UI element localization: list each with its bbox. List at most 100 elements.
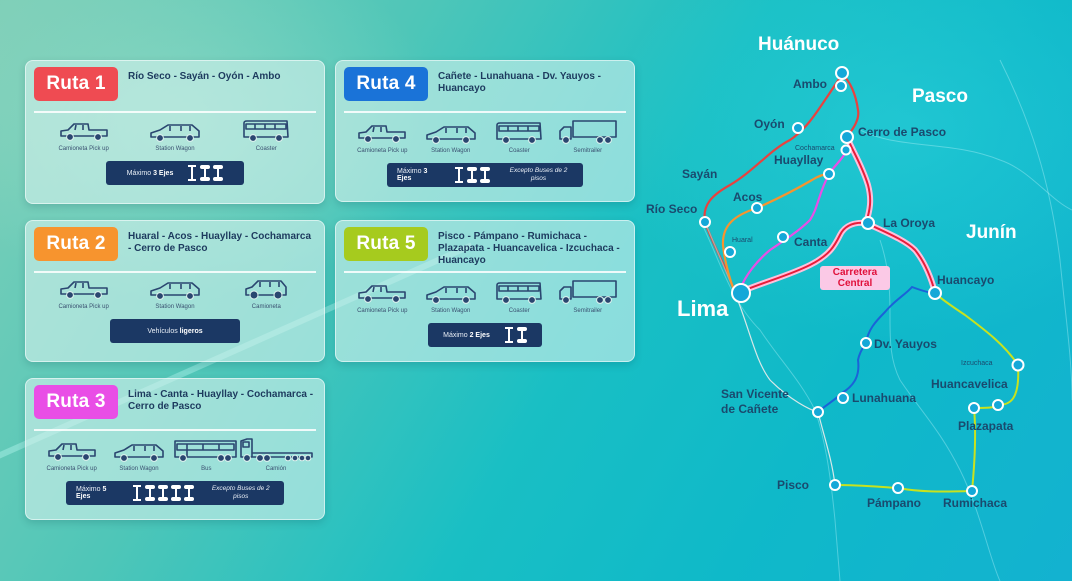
axle-icon bbox=[132, 485, 141, 501]
node-huayllay bbox=[823, 168, 835, 180]
vehicle-label: Station Wagon bbox=[119, 466, 159, 472]
vehicle-label: Semitrailer bbox=[573, 308, 603, 314]
route-card-5: Ruta 5 Pisco - Pámpano - Rumichaca - Pla… bbox=[335, 220, 635, 362]
vehicle-label: Station Wagon bbox=[431, 148, 471, 154]
semitrailer-icon bbox=[558, 279, 618, 305]
node-plazapata bbox=[968, 402, 980, 414]
label-plazapata: Plazapata bbox=[958, 419, 1014, 433]
axle-icon bbox=[504, 327, 513, 343]
label-oyon: Oyón bbox=[754, 117, 785, 131]
card-divider bbox=[344, 111, 626, 113]
vehicle-label: Coaster bbox=[255, 146, 277, 152]
node-acos bbox=[751, 202, 763, 214]
region-junin: Junín bbox=[966, 222, 1017, 243]
vehicle-label: Camión bbox=[265, 466, 287, 472]
axle-limit-box: Máximo 2 Ejes bbox=[428, 323, 542, 347]
vehicle-list: Camioneta Pick up Station Wagon Bus Cami… bbox=[34, 437, 316, 473]
axle-limit-text: Vehículos ligeros bbox=[147, 327, 203, 335]
route-map-lines bbox=[699, 59, 1072, 581]
route-card-4: Ruta 4 Cañete - Lunahuana - Dv. Yauyos -… bbox=[335, 60, 635, 202]
axle-icons bbox=[454, 167, 491, 183]
vehicle-semitrailer: Semitrailer bbox=[554, 279, 623, 315]
label-huayllay: Huayllay bbox=[774, 153, 824, 167]
route-badge: Ruta 4 bbox=[344, 67, 428, 101]
vehicle-label: Camioneta Pick up bbox=[357, 308, 408, 314]
axle-limit-text: Máximo 3 Ejes bbox=[126, 169, 174, 177]
vehicle-pickup: Camioneta Pick up bbox=[38, 441, 105, 473]
node-lunahuana bbox=[837, 392, 849, 404]
route-stops: Huaral - Acos - Huayllay - Cochamarca - … bbox=[128, 231, 312, 254]
node-dv-yauyos bbox=[860, 337, 872, 349]
label-pisco: Pisco bbox=[777, 478, 810, 492]
axle-limit-box: Máximo 3 Ejes Excepto Buses de 2 pisos bbox=[387, 163, 583, 187]
vehicle-label: Semitrailer bbox=[573, 148, 603, 154]
node-cerro-de-pasco bbox=[840, 130, 854, 144]
axle-icon bbox=[516, 327, 527, 343]
wagon-icon bbox=[148, 123, 202, 143]
vehicle-label: Camioneta Pick up bbox=[357, 148, 408, 154]
node-rio-seco bbox=[699, 216, 711, 228]
bus-icon bbox=[173, 439, 239, 463]
axle-icon bbox=[188, 165, 197, 181]
pickup-icon bbox=[46, 441, 98, 463]
vehicle-list: Camioneta Pick up Station Wagon Coaster bbox=[34, 119, 316, 153]
axle-icon bbox=[200, 165, 211, 181]
label-lunahuana: Lunahuana bbox=[852, 391, 917, 405]
vehicle-list: Camioneta Pick up Station Wagon Coaster … bbox=[344, 119, 626, 155]
vehicle-coaster: Coaster bbox=[485, 281, 554, 315]
label-huaral: Huaral bbox=[732, 237, 753, 244]
route-card-3: Ruta 3 Lima - Canta - Huayllay - Cochama… bbox=[25, 378, 325, 520]
vehicle-coaster: Coaster bbox=[485, 121, 554, 155]
node-la-oroya bbox=[861, 216, 875, 230]
route-stops: Lima - Canta - Huayllay - Cochamarca - C… bbox=[128, 389, 314, 412]
label-la-oroya: La Oroya bbox=[883, 216, 936, 230]
vehicle-pickup: Camioneta Pick up bbox=[348, 123, 417, 155]
route-badge: Ruta 3 bbox=[34, 385, 118, 419]
axle-icon bbox=[467, 167, 478, 183]
vehicle-label: Coaster bbox=[508, 148, 530, 154]
label-canta: Canta bbox=[794, 235, 828, 249]
node-izcuchaca bbox=[1011, 358, 1025, 372]
axle-limit-text: Máximo 3 Ejes bbox=[397, 168, 428, 182]
vehicle-bus: Bus bbox=[173, 439, 240, 473]
region-huanuco: Huánuco bbox=[758, 34, 840, 55]
label-acos: Acos bbox=[733, 190, 763, 204]
wagon-icon bbox=[148, 281, 202, 301]
vehicle-semitrailer: Semitrailer bbox=[554, 119, 623, 155]
vehicle-label: Bus bbox=[201, 466, 212, 472]
vehicle-pickup: Camioneta Pick up bbox=[348, 283, 417, 315]
vehicle-label: Station Wagon bbox=[155, 146, 195, 152]
vehicle-list: Camioneta Pick up Station Wagon Camionet… bbox=[34, 279, 316, 311]
node-oyon bbox=[792, 122, 804, 134]
coaster-icon bbox=[494, 281, 544, 305]
node-lima bbox=[731, 283, 751, 303]
route-map: Huánuco Pasco Junín Lima Ambo Oyón Cerro… bbox=[640, 0, 1072, 581]
node-huancayo bbox=[928, 286, 942, 300]
vehicle-truck: Camión bbox=[238, 437, 314, 473]
axle-limit-box: Máximo 3 Ejes bbox=[106, 161, 244, 185]
truck-icon bbox=[238, 437, 314, 463]
node-ambo bbox=[835, 80, 847, 92]
axle-icon bbox=[170, 485, 181, 501]
node-cochamarca bbox=[840, 144, 852, 156]
vehicle-wagon: Station Wagon bbox=[417, 285, 486, 315]
route-card-2: Ruta 2 Huaral - Acos - Huayllay - Cocham… bbox=[25, 220, 325, 362]
vehicle-coaster: Coaster bbox=[230, 119, 302, 153]
vehicle-label: Camioneta Pick up bbox=[58, 146, 109, 152]
card-divider bbox=[34, 271, 316, 273]
vehicle-label: Coaster bbox=[508, 308, 530, 314]
carretera-central-label: Carretera Central bbox=[820, 266, 890, 290]
axle-icons bbox=[132, 485, 194, 501]
label-san-vicente-de-canete: San Vicente de Cañete bbox=[721, 387, 789, 416]
vehicle-label: Camioneta Pick up bbox=[46, 466, 97, 472]
node-pisco bbox=[829, 479, 841, 491]
route-badge: Ruta 5 bbox=[344, 227, 428, 261]
route-stops: Pisco - Pámpano - Rumichaca - Plazapata … bbox=[438, 231, 620, 266]
pickup-icon bbox=[58, 279, 110, 301]
axle-icon bbox=[144, 485, 155, 501]
suv-icon bbox=[243, 279, 289, 301]
node-huancavelica bbox=[992, 399, 1004, 411]
route-card-1: Ruta 1 Río Seco - Sayán - Oyón - Ambo Ca… bbox=[25, 60, 325, 204]
carretera-central-line bbox=[739, 136, 936, 294]
vehicle-label: Camioneta Pick up bbox=[58, 304, 109, 310]
